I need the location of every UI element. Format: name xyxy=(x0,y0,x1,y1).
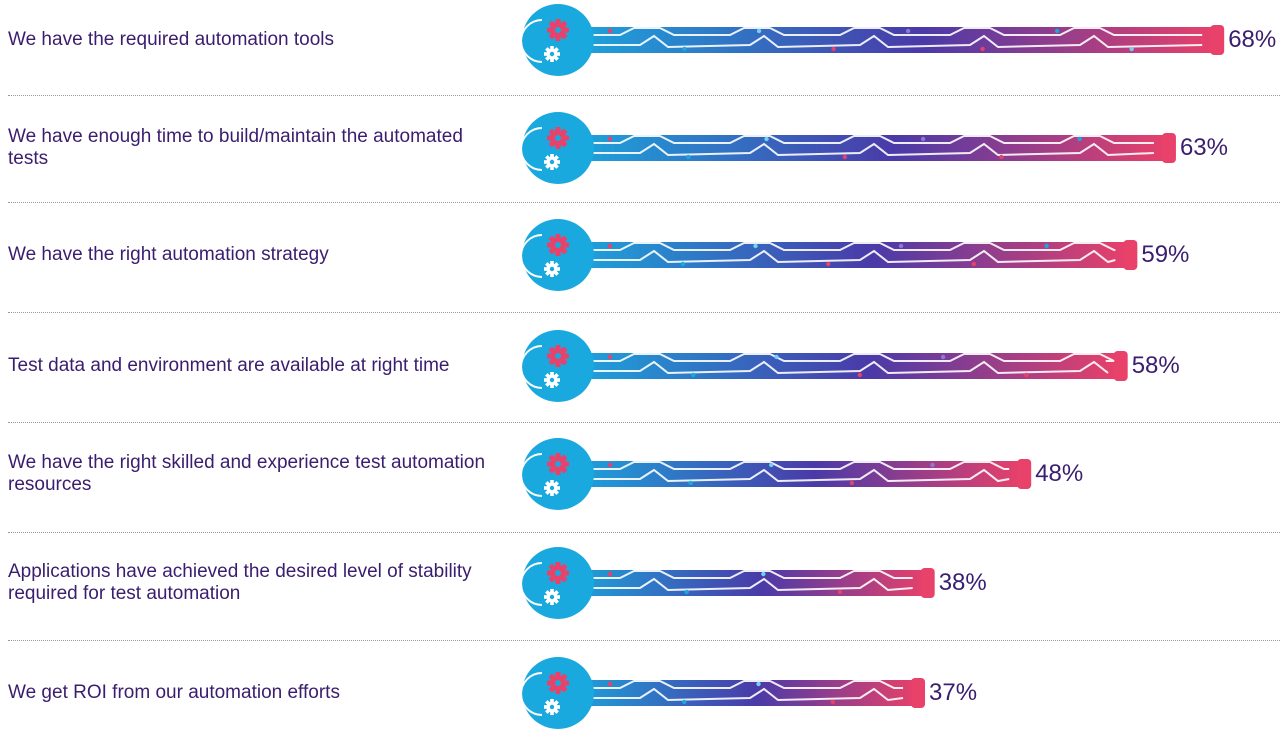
circuit-lines xyxy=(569,242,1116,264)
circuit-lines xyxy=(569,27,1203,49)
value-label: 37% xyxy=(929,679,978,706)
bar-end-cap xyxy=(911,678,926,708)
decor-dots xyxy=(607,462,935,486)
bar-mark xyxy=(520,547,935,619)
circuit-lines xyxy=(569,680,904,702)
category-label: We get ROI from our automation efforts xyxy=(8,682,340,703)
decor-dots xyxy=(607,354,1029,378)
cycle-arrow xyxy=(520,127,543,171)
cycle-arrow xyxy=(520,672,543,716)
small-gear-icon xyxy=(543,698,560,715)
gear-icon xyxy=(546,19,569,41)
gear-icon xyxy=(546,453,569,475)
category-label: Test data and environment are available … xyxy=(8,355,450,376)
small-gear-icon xyxy=(543,479,560,496)
bar-end-cap xyxy=(1123,240,1138,270)
bar-mark xyxy=(520,112,1176,184)
small-gear-icon xyxy=(543,260,560,277)
value-label: 59% xyxy=(1141,241,1190,268)
category-label: We have enough time to build/maintain th… xyxy=(8,126,463,169)
bar-end-cap xyxy=(1210,25,1225,55)
row-separator xyxy=(8,532,1280,533)
decor-dots xyxy=(607,681,835,705)
cycle-arrow xyxy=(520,19,543,63)
cycle-arrow xyxy=(520,345,543,389)
bar-mark xyxy=(520,219,1138,291)
circuit-lines xyxy=(569,353,1115,375)
row-separator xyxy=(8,422,1280,423)
row-separator xyxy=(8,312,1280,313)
gear-icon xyxy=(546,672,569,694)
bar-mark xyxy=(520,4,1225,76)
category-label: We have the right automation strategy xyxy=(8,244,329,265)
bar-body xyxy=(559,353,1120,379)
row-separator xyxy=(8,202,1280,203)
category-label: We have the required automation tools xyxy=(8,29,335,50)
value-label: 63% xyxy=(1179,134,1228,161)
small-gear-icon xyxy=(543,153,560,170)
cycle-arrow xyxy=(520,562,543,606)
row-separator xyxy=(8,95,1280,96)
category-label: We have the right skilled and experience… xyxy=(8,452,486,495)
gear-icon xyxy=(546,234,569,256)
decor-dots xyxy=(607,28,1134,52)
row-separator xyxy=(8,640,1280,641)
decor-dots xyxy=(607,571,843,595)
small-gear-icon xyxy=(543,45,560,62)
value-label: 38% xyxy=(938,569,987,596)
decor-dots xyxy=(607,243,1049,267)
category-label: Applications have achieved the desired l… xyxy=(8,561,472,604)
bar-mark xyxy=(520,330,1128,402)
circuit-lines xyxy=(569,461,1010,483)
cycle-arrow xyxy=(520,453,543,497)
bar-end-cap xyxy=(1161,133,1176,163)
value-label: 48% xyxy=(1035,460,1084,487)
bar-end-cap xyxy=(1017,459,1032,489)
bar-end-cap xyxy=(920,568,935,598)
bar-body xyxy=(559,570,927,596)
bar-body xyxy=(559,242,1130,268)
gear-icon xyxy=(546,562,569,584)
value-label: 68% xyxy=(1228,26,1277,53)
bar-mark xyxy=(520,657,926,729)
small-gear-icon xyxy=(543,371,560,388)
value-label: 58% xyxy=(1131,352,1180,379)
cycle-arrow xyxy=(520,234,543,278)
gear-icon xyxy=(546,345,569,367)
decor-dots xyxy=(607,136,1082,160)
circuit-lines xyxy=(569,570,913,592)
bar-mark xyxy=(520,438,1032,510)
bar-end-cap xyxy=(1113,351,1128,381)
gear-icon xyxy=(546,127,569,149)
bar-body xyxy=(559,135,1168,161)
bar-body xyxy=(559,461,1024,487)
circuit-lines xyxy=(569,135,1154,157)
small-gear-icon xyxy=(543,588,560,605)
